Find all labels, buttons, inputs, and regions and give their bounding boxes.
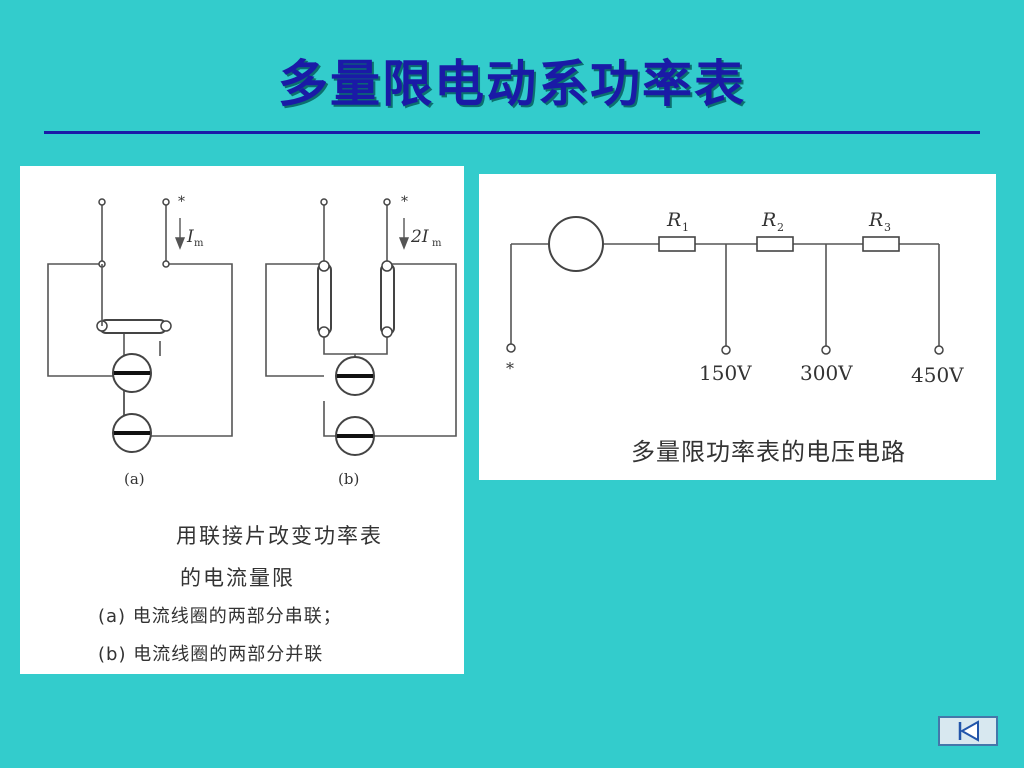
first-slide-button[interactable] <box>938 716 998 746</box>
figure-label-b: (b) <box>338 470 359 488</box>
voltage-range-circuit: R 1 R 2 R 3 * 150V 300V 450V <box>506 209 964 387</box>
current-label-a-sub: m <box>194 238 204 249</box>
voltage-circuit-caption: 多量限功率表的电压电路 <box>631 438 906 466</box>
current-label-a: I <box>186 227 194 247</box>
resistor-label-r3-sub: 3 <box>884 221 891 234</box>
slide-title: 多量限电动系功率表 <box>278 54 746 113</box>
star-mark-b: * <box>401 194 408 210</box>
star-terminal-label: * <box>506 359 514 378</box>
resistor-label-r1: R <box>666 209 681 231</box>
caption-line-1: 用联接片改变功率表 <box>176 524 383 548</box>
caption-line-3: (a) 电流线圈的两部分串联； <box>98 606 342 627</box>
star-mark-a: * <box>178 194 185 210</box>
resistor-label-r2: R <box>761 209 776 231</box>
tap-label-300v: 300V <box>800 361 853 385</box>
figure-label-a: (a) <box>124 470 145 488</box>
current-range-diagram: * * I m 2I m (a) (b) 用联接片改变功率表 的电流量限 (a)… <box>20 166 464 674</box>
tap-label-450v: 450V <box>911 363 964 387</box>
resistor-label-r3: R <box>868 209 883 231</box>
current-label-b-sub: m <box>432 238 442 249</box>
resistor-label-r2-sub: 2 <box>777 221 784 234</box>
caption-line-4: (b) 电流线圈的两部分并联 <box>98 644 324 665</box>
title-divider <box>44 131 980 134</box>
resistor-label-r1-sub: 1 <box>682 221 689 234</box>
current-range-circuits: * * I m 2I m (a) (b) <box>47 194 457 488</box>
current-label-b: 2I <box>410 227 429 247</box>
caption-line-2: 的电流量限 <box>180 566 295 590</box>
first-slide-icon <box>958 720 979 742</box>
voltage-circuit-diagram: R 1 R 2 R 3 * 150V 300V 450V 多量限功率表的电压电路 <box>479 174 996 480</box>
tap-label-150v: 150V <box>699 361 752 385</box>
